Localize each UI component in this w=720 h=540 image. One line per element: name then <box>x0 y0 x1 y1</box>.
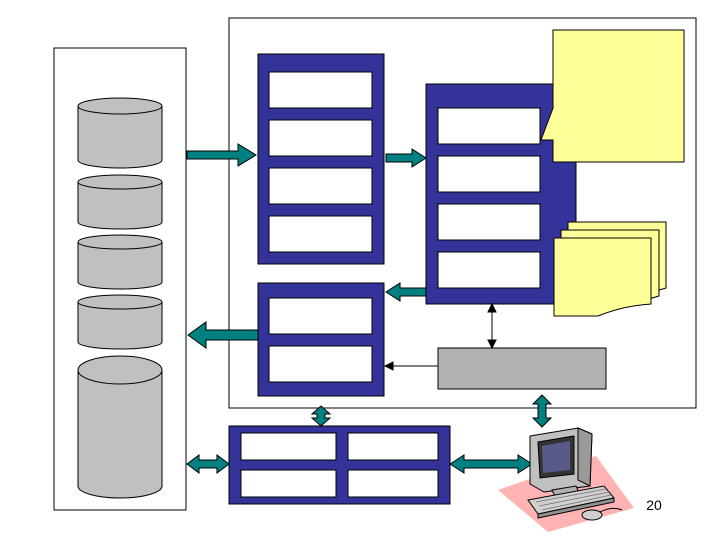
document-stack <box>553 221 667 317</box>
module-a-slot-4 <box>268 215 373 253</box>
database-cylinder-5 <box>77 355 163 499</box>
module-b <box>425 83 577 305</box>
callout-note <box>540 29 685 163</box>
arrow-module-c-to-storage <box>187 321 259 349</box>
module-d-cell-1 <box>240 432 337 461</box>
arrow-frame-workstation <box>531 394 553 428</box>
module-d-cell-3 <box>240 469 337 498</box>
gray-bar <box>437 347 607 390</box>
arrow-module-a-to-module-b <box>385 148 427 168</box>
module-c-slot-2 <box>268 345 373 383</box>
arrow-frame-module-d <box>310 405 332 427</box>
module-d <box>228 425 451 505</box>
database-cylinder-4 <box>77 294 163 350</box>
slide-number: 20 <box>646 497 662 513</box>
database-cylinder-1 <box>77 97 163 169</box>
module-c <box>257 282 385 397</box>
document-front <box>553 237 652 317</box>
module-d-cell-4 <box>347 469 439 498</box>
database-cylinder-2 <box>77 174 163 230</box>
arrow-storage-module-d <box>186 454 230 474</box>
module-b-slot-1 <box>437 107 541 145</box>
arrow-storage-to-module-a <box>186 143 257 167</box>
database-cylinder-3 <box>77 234 163 290</box>
module-a-slot-2 <box>268 119 373 157</box>
arrow-module-b-to-module-c <box>385 282 427 302</box>
module-a <box>257 53 385 265</box>
desktop-computer-icon <box>498 427 634 532</box>
module-b-slot-4 <box>437 251 541 289</box>
module-b-slot-3 <box>437 203 541 241</box>
module-a-slot-1 <box>268 71 373 109</box>
module-b-slot-2 <box>437 155 541 193</box>
module-d-cell-2 <box>347 432 439 461</box>
arrow-module-d-workstation <box>449 454 533 474</box>
module-c-slot-1 <box>268 297 373 335</box>
module-a-slot-3 <box>268 167 373 205</box>
